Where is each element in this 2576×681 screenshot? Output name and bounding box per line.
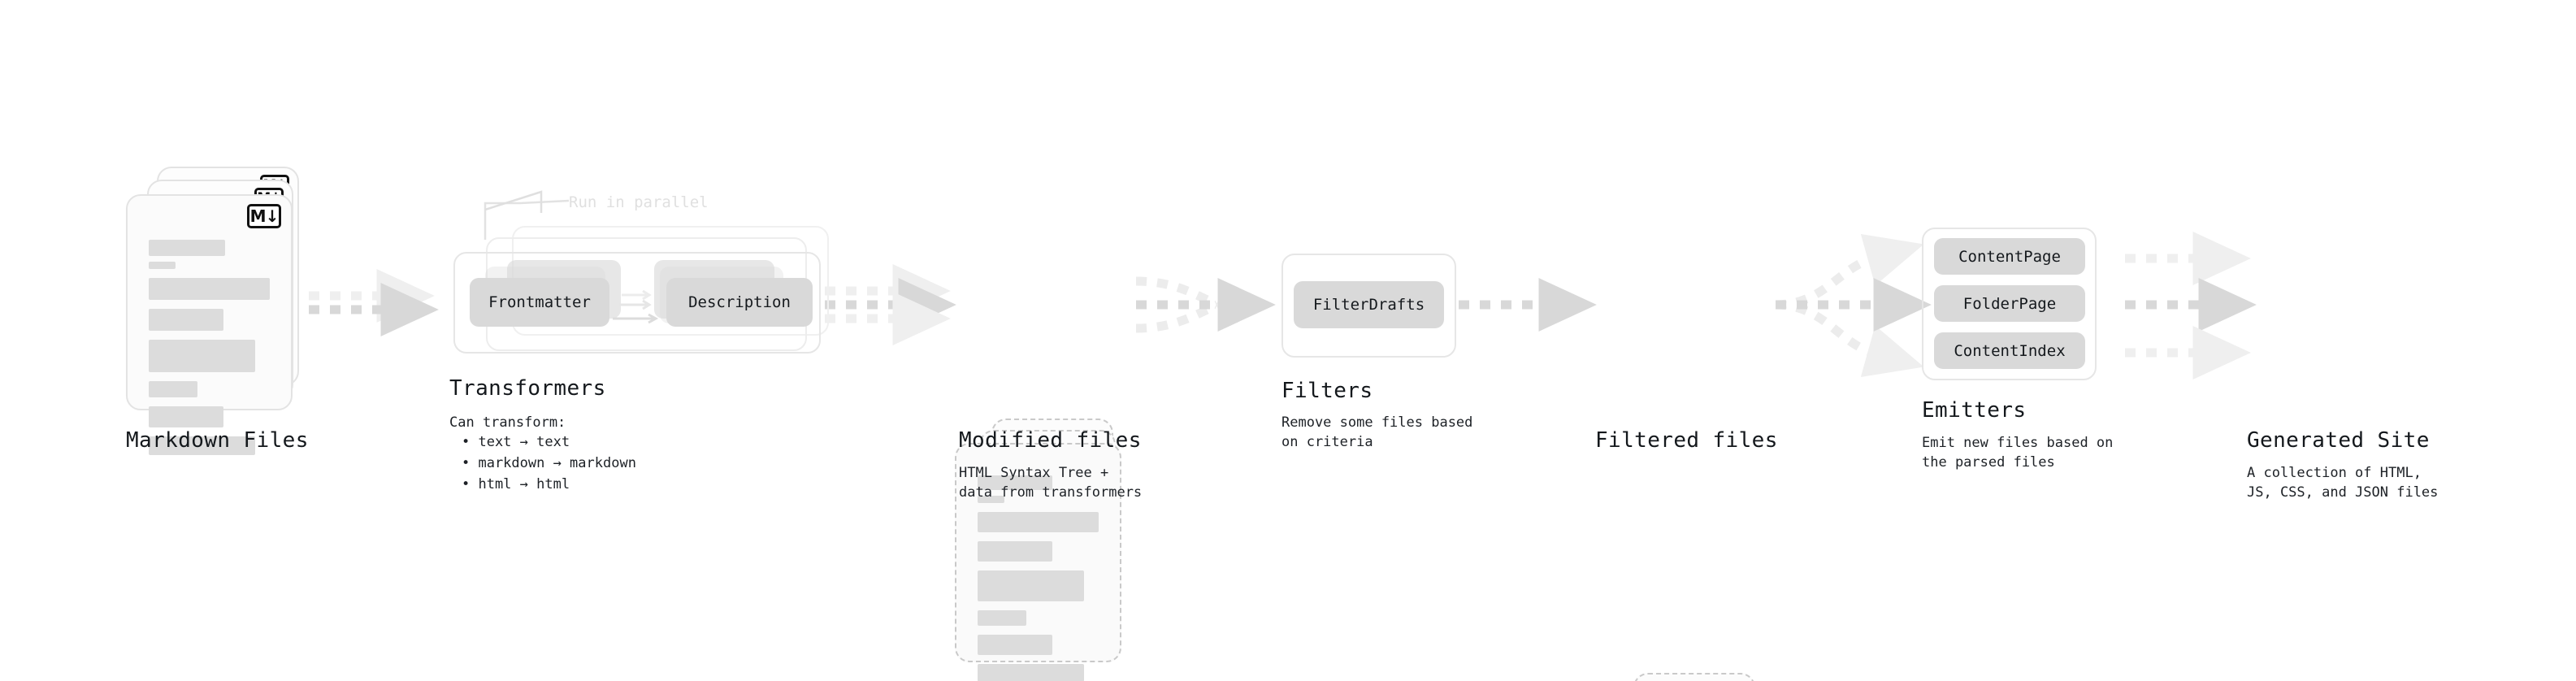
filters-box — [1281, 254, 1456, 358]
filters-group: FilterDrafts — [1281, 254, 1456, 358]
modified-card-front — [955, 443, 1121, 681]
chip-label: FilterDrafts — [1312, 296, 1425, 314]
filter-chip-filterdrafts[interactable]: FilterDrafts — [1294, 281, 1444, 328]
filtered-card-back-1 — [1633, 673, 1755, 681]
connector-emitters-to-site — [2125, 232, 2257, 380]
connector-markdown-to-transformers — [309, 269, 439, 336]
transformers-group: Frontmatter Description — [439, 195, 837, 362]
transformer-chip-description[interactable]: Description — [666, 278, 813, 327]
emitters-group: ContentPage FolderPage ContentIndex — [1922, 228, 2097, 380]
placeholder-lines — [978, 475, 1099, 681]
filters-subtitle: Remove some files based on criteria — [1281, 414, 1473, 450]
filtered-files-stack — [1602, 673, 1781, 681]
generated-site-title: Generated Site — [2247, 428, 2430, 453]
markdown-icon: M↓ — [247, 204, 281, 228]
chip-label: FolderPage — [1962, 294, 2057, 313]
chip-label: Description — [688, 293, 791, 311]
generated-site-subtitle: A collection of HTML, JS, CSS, and JSON … — [2247, 465, 2439, 501]
chip-label: Frontmatter — [488, 293, 591, 311]
transformers-title: Transformers — [449, 376, 606, 401]
emitter-chip-folderpage[interactable]: FolderPage — [1934, 285, 2085, 322]
markdown-files-stack: M↓ M↓ M↓ — [126, 167, 309, 455]
filtered-files-title: Filtered files — [1595, 428, 1778, 453]
transformer-chip-frontmatter[interactable]: Frontmatter — [470, 278, 609, 327]
filters-title: Filters — [1281, 379, 1373, 403]
transformers-list-item-2: • html → html — [462, 476, 570, 492]
transformers-subtitle: Can transform: — [449, 414, 566, 431]
transformers-list-item-1: • markdown → markdown — [462, 455, 636, 471]
transformer-inner-arrows — [613, 289, 659, 324]
run-in-parallel-note: Run in parallel — [569, 193, 709, 211]
chip-label: ContentPage — [1958, 247, 2061, 266]
modified-files-subtitle: HTML Syntax Tree + data from transformer… — [959, 465, 1143, 501]
emitters-title: Emitters — [1922, 398, 2027, 423]
transformers-list-item-0: • text → text — [462, 434, 570, 450]
modified-files-title: Modified files — [959, 428, 1142, 453]
connector-filtered-to-emitters — [1775, 234, 1932, 377]
transformers-box-front — [453, 252, 821, 354]
emitters-subtitle: Emit new files based on the parsed files — [1922, 435, 2114, 471]
chip-label: ContentIndex — [1954, 341, 2066, 360]
emitter-chip-contentpage[interactable]: ContentPage — [1934, 238, 2085, 275]
markdown-card-front: M↓ — [126, 194, 293, 455]
modified-files-stack — [955, 419, 1138, 681]
connector-modified-to-filters — [1135, 276, 1276, 333]
markdown-files-title: Markdown Files — [126, 428, 309, 453]
emitter-chip-contentindex[interactable]: ContentIndex — [1934, 332, 2085, 369]
placeholder-lines — [149, 240, 270, 464]
emitters-box — [1922, 228, 2097, 380]
